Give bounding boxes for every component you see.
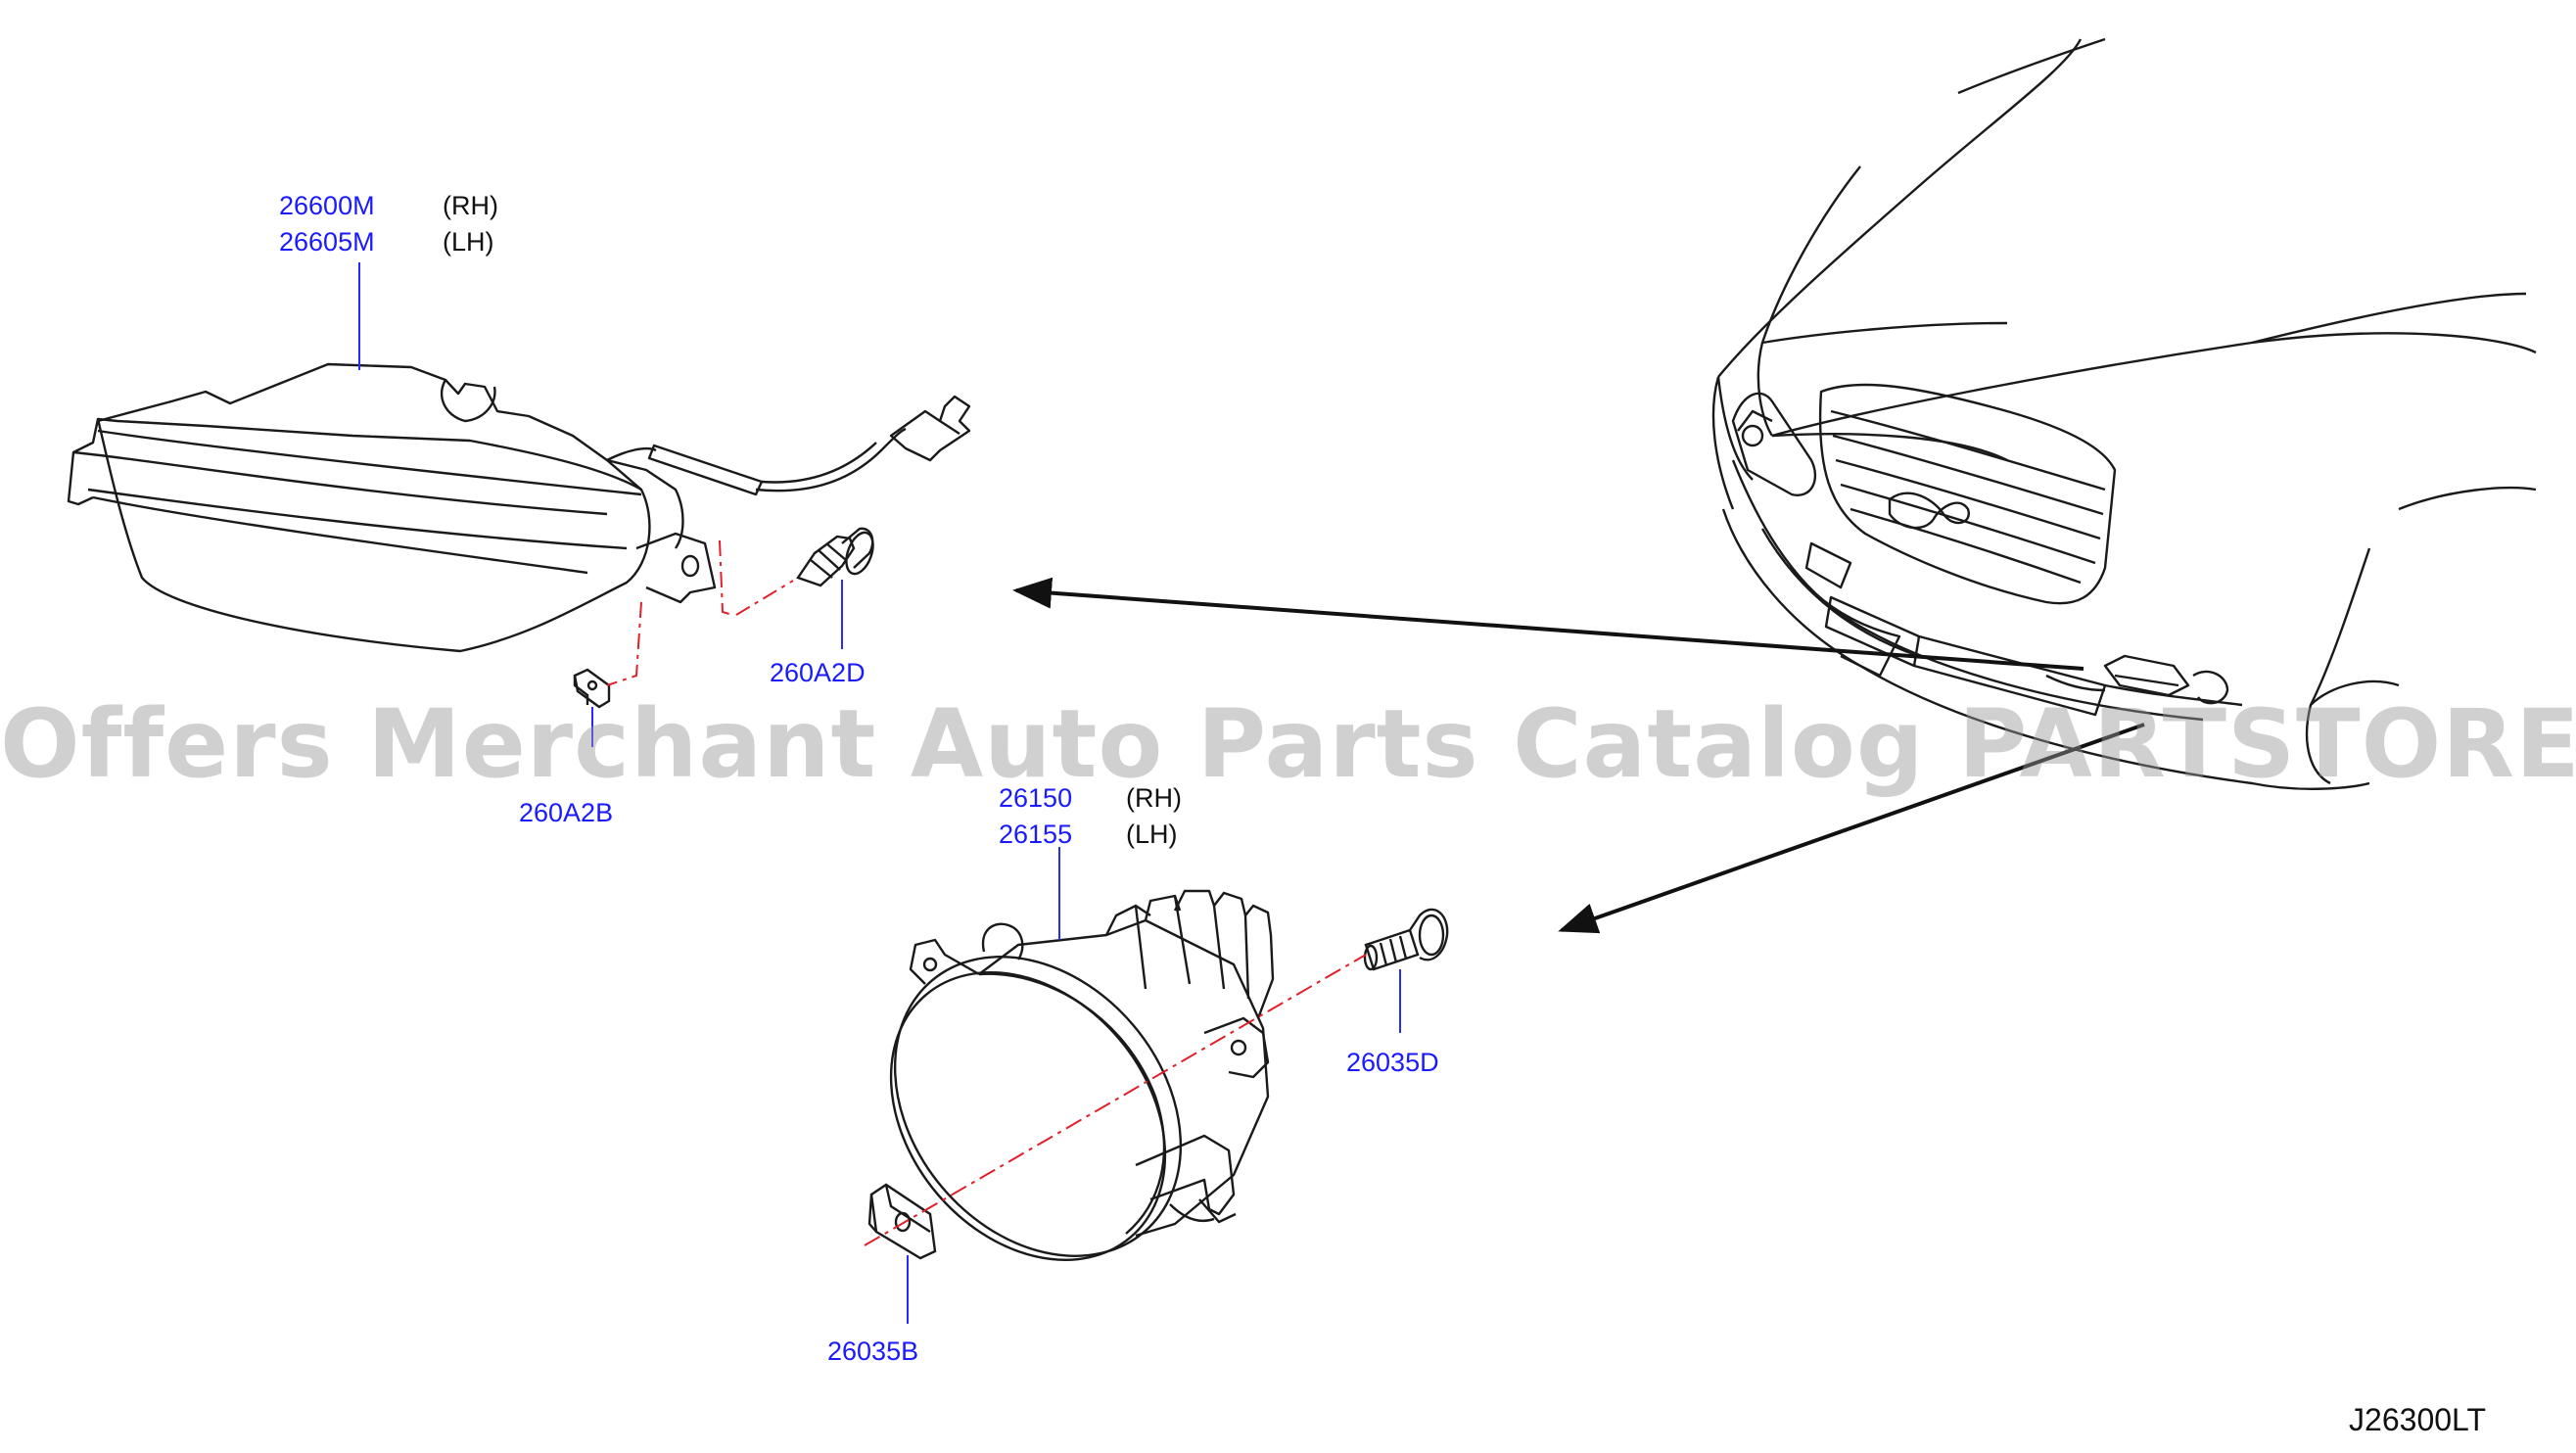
watermark-text: Offers Merchant Auto Parts Catalog PARTS…: [0, 689, 2576, 799]
part-number-26600m[interactable]: 26600M: [279, 191, 375, 220]
arrow-to-side-lamp: [1012, 577, 2084, 671]
part-number-260a2d[interactable]: 260A2D: [770, 658, 866, 687]
diagram-code: J26300LT: [2349, 1402, 2486, 1437]
vehicle-front-view: [1711, 37, 2537, 790]
clip-260a2b-drawing: [573, 668, 611, 709]
fog-side-lh-label: (LH): [1126, 820, 1178, 849]
part-number-26150[interactable]: 26150: [999, 783, 1073, 813]
leader-lines: [358, 262, 1401, 1324]
side-lh-label: (LH): [443, 227, 494, 257]
side-rh-label: (RH): [443, 191, 498, 220]
part-number-26605m[interactable]: 26605M: [279, 227, 375, 257]
part-number-26035d[interactable]: 26035D: [1346, 1048, 1439, 1077]
side-lamp-centerlines: [606, 539, 794, 686]
fog-side-rh-label: (RH): [1126, 783, 1182, 813]
fog-lamp-assembly: [889, 889, 1275, 1262]
clip-26035b-drawing: [867, 1183, 937, 1260]
fog-lamp-centerline: [864, 954, 1367, 1246]
side-turn-lamp-body: [96, 417, 651, 653]
bolt-26035d-drawing: [1363, 908, 1449, 971]
arrow-to-fog-lamp: [1558, 723, 2145, 934]
part-number-26035b[interactable]: 26035B: [827, 1336, 919, 1366]
part-number-260a2b[interactable]: 260A2B: [519, 798, 614, 827]
screw-260a2d-drawing: [796, 527, 874, 587]
part-number-26155[interactable]: 26155: [999, 820, 1073, 849]
side-turn-lamp-assembly: [67, 362, 971, 653]
fog-lamp-lens: [889, 970, 1167, 1262]
